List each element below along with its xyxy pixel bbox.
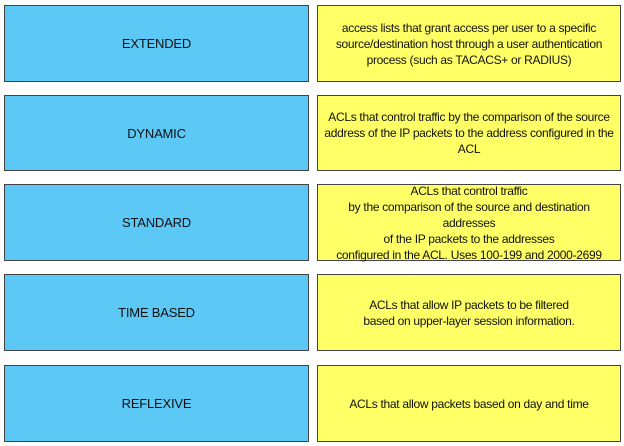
definition-box-2[interactable]: ACLs that control traffic by the compari… bbox=[317, 95, 621, 171]
term-box-extended[interactable]: EXTENDED bbox=[4, 5, 309, 82]
term-label: EXTENDED bbox=[121, 36, 192, 51]
definition-box-1[interactable]: access lists that grant access per user … bbox=[317, 5, 621, 82]
term-label: REFLEXIVE bbox=[121, 396, 192, 411]
definition-text: access lists that grant access per user … bbox=[335, 20, 603, 67]
term-label: STANDARD bbox=[122, 215, 191, 230]
term-box-time-based[interactable]: TIME BASED bbox=[4, 274, 309, 351]
definition-text: ACLs that control traffic by the compari… bbox=[336, 183, 602, 262]
term-box-standard[interactable]: STANDARD bbox=[4, 184, 309, 261]
term-box-dynamic[interactable]: DYNAMIC bbox=[4, 95, 309, 171]
definition-text: ACLs that allow IP packets to be filtere… bbox=[363, 297, 575, 328]
definition-box-5[interactable]: ACLs that allow packets based on day and… bbox=[317, 365, 621, 442]
term-box-reflexive[interactable]: REFLEXIVE bbox=[4, 365, 309, 442]
definition-box-4[interactable]: ACLs that allow IP packets to be filtere… bbox=[317, 274, 621, 351]
definition-text: ACLs that allow packets based on day and… bbox=[349, 396, 589, 411]
definition-text: ACLs that control traffic by the compari… bbox=[324, 110, 614, 156]
definition-box-3[interactable]: ACLs that control traffic by the compari… bbox=[317, 183, 621, 262]
term-label: DYNAMIC bbox=[127, 125, 186, 141]
term-label: TIME BASED bbox=[118, 305, 195, 320]
